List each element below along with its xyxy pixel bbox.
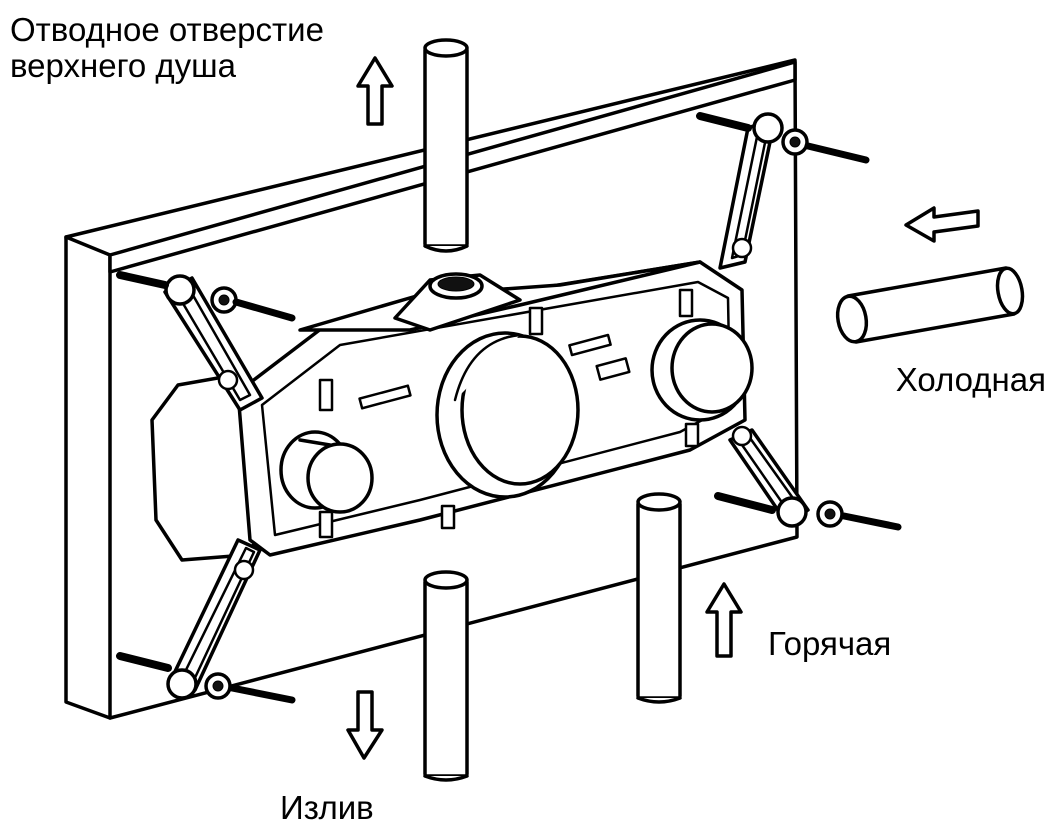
cold-water-label: Холодная	[895, 361, 1046, 398]
bracket-bottom-right	[714, 425, 902, 531]
top-shower-outlet-label-line2: верхнего душа	[10, 47, 236, 84]
top-shower-outlet-pipe	[423, 38, 469, 253]
left-dial	[279, 430, 374, 514]
spout-pipe	[423, 570, 469, 782]
central-dial	[435, 331, 580, 499]
hot-water-label: Горячая	[768, 625, 892, 662]
spout-label: Излив	[280, 789, 374, 826]
bracket-top-right	[696, 112, 870, 270]
arrow-up-icon	[356, 56, 394, 126]
bracket-bottom-left	[116, 538, 296, 704]
bracket-top-left	[116, 271, 296, 412]
right-dial	[650, 318, 754, 422]
top-shower-outlet-label: Отводное отверстие верхнего душа	[10, 12, 324, 84]
hot-inlet-pipe	[636, 492, 682, 704]
arrow-up-icon	[705, 582, 743, 658]
arrow-down-icon	[346, 690, 384, 760]
cold-inlet-pipe	[835, 266, 1025, 344]
top-shower-outlet-label-line1: Отводное отверстие	[10, 11, 324, 48]
arrow-left-icon	[904, 206, 980, 243]
